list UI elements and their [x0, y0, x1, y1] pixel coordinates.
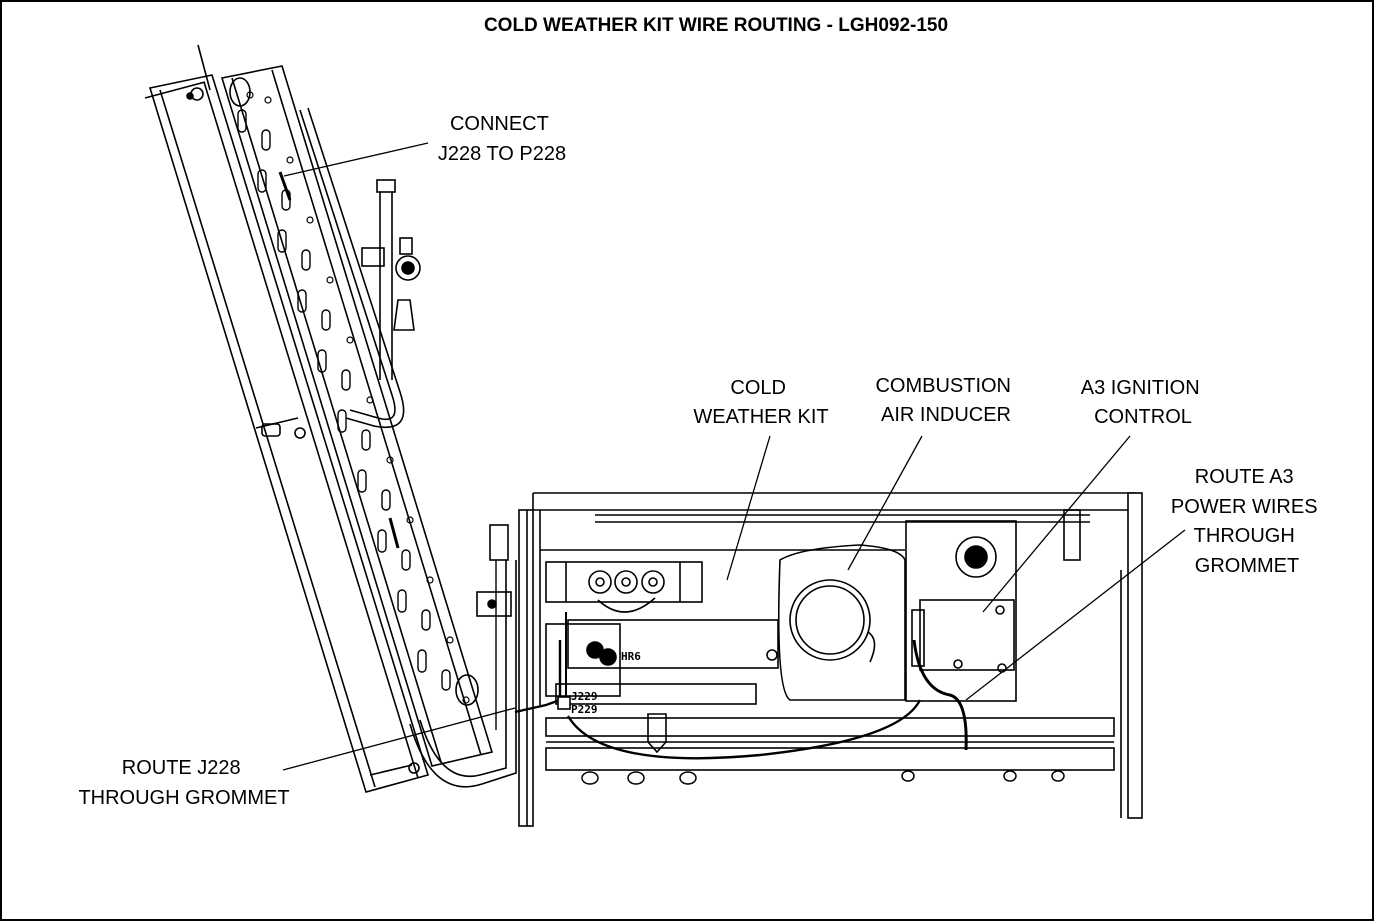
leader-a3-ignition-control	[982, 435, 1131, 613]
callout-a3-ignition-control: A3 IGNITION CONTROL	[1081, 377, 1205, 428]
leader-route-j228	[282, 707, 516, 771]
callout-connect: CONNECT J228 TO P228	[438, 113, 566, 165]
tag-p229: P229	[571, 703, 598, 716]
leader-cold-weather-kit	[726, 435, 771, 581]
callout-route-j228: ROUTE J228 THROUGH GROMMET	[78, 757, 289, 809]
diagram-title: COLD WEATHER KIT WIRE ROUTING - LGH092-1…	[484, 15, 948, 36]
callout-cold-weather-kit: COLD WEATHER KIT	[693, 377, 828, 428]
leader-route-a3	[965, 529, 1186, 701]
tag-j229: J229	[571, 690, 598, 703]
leader-combustion-air-inducer	[847, 435, 923, 571]
leader-lines	[282, 142, 1186, 771]
coil-assembly	[144, 44, 517, 793]
furnace-cabinet	[514, 492, 1143, 827]
tag-hr6: HR6	[621, 650, 641, 663]
leader-connect	[283, 142, 429, 177]
callout-combustion-air-inducer: COMBUSTION AIR INDUCER	[875, 375, 1016, 426]
callout-route-a3: ROUTE A3 POWER WIRES THROUGH GROMMET	[1171, 466, 1323, 577]
